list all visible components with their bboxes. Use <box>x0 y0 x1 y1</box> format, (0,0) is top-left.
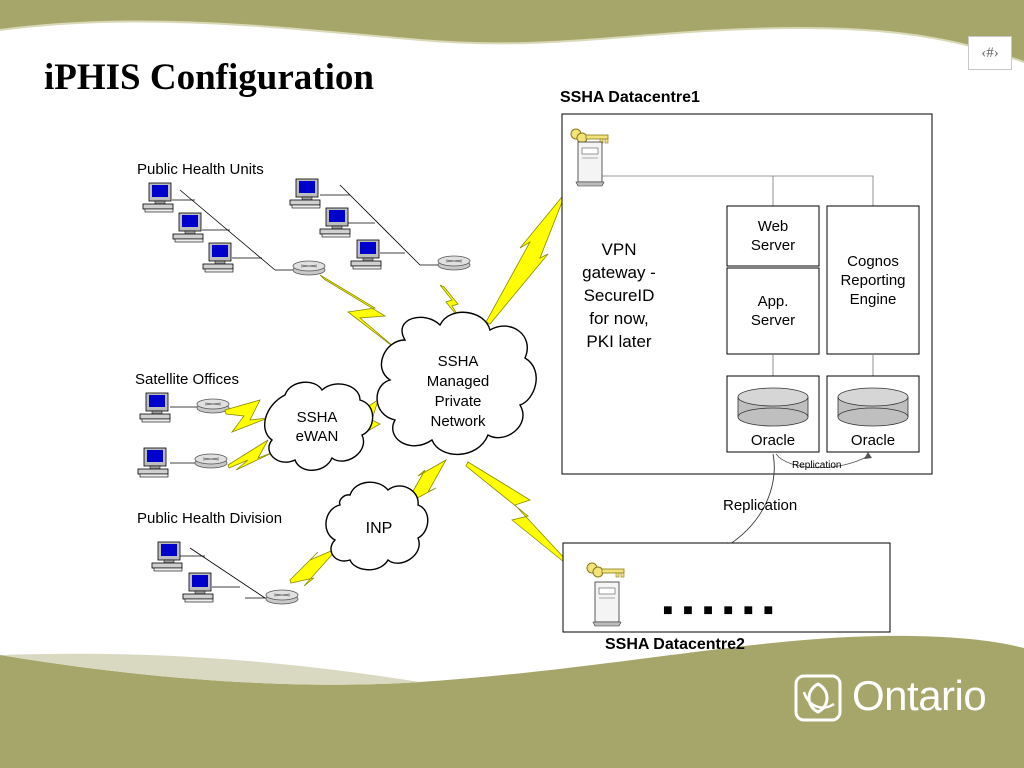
lightning-bolt <box>319 274 401 353</box>
label-public-health-division: Public Health Division <box>137 510 283 527</box>
cognos-label: Cognos Reporting Engine <box>840 253 906 308</box>
router-icon <box>292 260 326 276</box>
lightning-bolt <box>224 399 269 433</box>
datacentre2-title: SSHA Datacentre2 <box>605 636 745 653</box>
computer-icon <box>137 447 169 478</box>
computer-icon <box>182 572 214 603</box>
satellite-offices-group <box>137 392 230 478</box>
oracle-label: Oracle <box>850 432 896 449</box>
bottom-band <box>0 635 1024 768</box>
router-icon <box>194 453 228 469</box>
server-tower-icon <box>592 581 622 627</box>
label-inp: INP <box>365 520 393 537</box>
computer-icon <box>151 541 183 572</box>
router-icon <box>437 255 471 271</box>
app-server-label: App. Server <box>750 293 796 329</box>
database-icon <box>737 387 809 427</box>
datacentre1-title: SSHA Datacentre1 <box>560 89 700 106</box>
label-satellite-offices: Satellite Offices <box>135 371 239 388</box>
phu-group-right <box>289 178 471 271</box>
inp-cloud <box>325 481 429 571</box>
router-icon <box>196 398 230 414</box>
lightning-bolt <box>485 191 567 325</box>
computer-icon <box>289 178 321 209</box>
lightning-bolt <box>227 439 275 471</box>
computer-icon <box>350 239 382 270</box>
replication-arrow <box>723 453 775 549</box>
ellipsis-marks: ■ ■ ■ ■ ■ ■ <box>663 602 777 619</box>
web-server-box <box>726 205 820 267</box>
router-icon <box>265 589 299 605</box>
slide-number: ‹#› <box>968 36 1012 70</box>
ontario-logo-text: Ontario <box>852 672 987 719</box>
computer-icon <box>139 392 171 423</box>
phd-group <box>151 541 299 605</box>
database-icon <box>837 387 909 427</box>
app-server-box <box>726 267 820 355</box>
computer-icon <box>319 207 351 238</box>
cognos-box <box>826 205 920 355</box>
phu-group-left <box>142 182 326 276</box>
page-title: iPHIS Configuration <box>44 57 374 98</box>
trillium-logo-icon <box>794 674 842 722</box>
replication-label: Replication <box>723 497 798 514</box>
label-public-health-units: Public Health Units <box>137 161 264 178</box>
web-server-label: Web Server <box>750 218 796 254</box>
computer-icon <box>202 242 234 273</box>
computer-icon <box>172 212 204 243</box>
label-ssha-network: SSHA Managed Private Network <box>426 353 490 430</box>
replication-label-small: Replication <box>792 460 842 471</box>
lightning-bolt <box>465 461 581 576</box>
oracle-label: Oracle <box>750 432 796 449</box>
server-tower-icon <box>575 141 605 187</box>
top-band <box>0 0 1024 62</box>
label-ssha-ewan: SSHA eWAN <box>295 409 339 445</box>
ssha-ewan-cloud <box>264 381 374 471</box>
vpn-gateway-label: VPN gateway - SecureID for now, PKI late… <box>582 240 656 351</box>
ssha-network-cloud <box>376 311 537 456</box>
lightning-bolt <box>289 547 339 587</box>
computer-icon <box>142 182 174 213</box>
replication-arrow-small <box>775 453 869 469</box>
